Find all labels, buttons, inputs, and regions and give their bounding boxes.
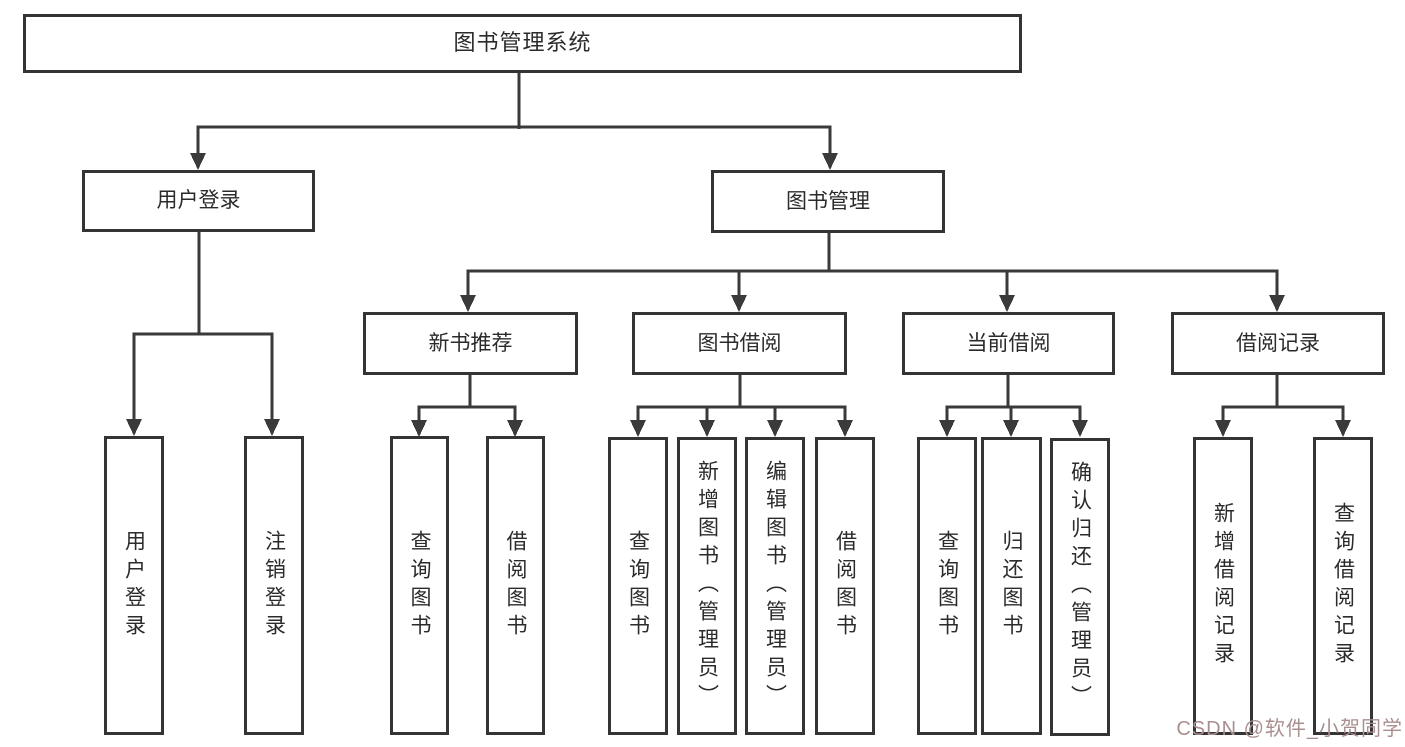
connector-new-book-recommend bbox=[411, 375, 523, 437]
node-root: 图书管理系统 bbox=[23, 14, 1022, 73]
connector-book-management bbox=[460, 233, 1285, 312]
connector-current-borrow bbox=[939, 375, 1088, 437]
leaf-bb-edit-books-admin: 编辑图书（管理员） bbox=[745, 437, 805, 735]
leaf-br-add-record: 新增借阅记录 bbox=[1193, 437, 1253, 735]
connector-root bbox=[190, 73, 838, 170]
leaf-bb-add-books-admin-label: 新增图书（管理员） bbox=[695, 460, 719, 712]
leaf-user-login: 用户登录 bbox=[104, 436, 164, 735]
connector-user-login bbox=[126, 232, 280, 436]
leaf-cb-confirm-return-admin-label: 确认归还（管理员） bbox=[1068, 461, 1092, 713]
leaf-br-query-record-label: 查询借阅记录 bbox=[1331, 502, 1355, 670]
node-new-book-recommend: 新书推荐 bbox=[363, 312, 578, 375]
leaf-bb-add-books-admin: 新增图书（管理员） bbox=[677, 437, 737, 735]
node-current-borrow-label: 当前借阅 bbox=[966, 331, 1051, 355]
leaf-br-query-record: 查询借阅记录 bbox=[1313, 437, 1373, 735]
leaf-bb-query-books-label: 查询图书 bbox=[626, 530, 650, 642]
leaf-nb-query-books: 查询图书 bbox=[390, 436, 449, 735]
node-current-borrow: 当前借阅 bbox=[902, 312, 1115, 375]
node-book-borrow-label: 图书借阅 bbox=[697, 331, 782, 355]
leaf-br-add-record-label: 新增借阅记录 bbox=[1211, 502, 1235, 670]
leaf-bb-borrow-books-label: 借阅图书 bbox=[833, 530, 857, 642]
leaf-bb-borrow-books: 借阅图书 bbox=[815, 437, 875, 735]
leaf-user-login-label: 用户登录 bbox=[122, 529, 146, 642]
node-borrow-records-label: 借阅记录 bbox=[1236, 331, 1320, 355]
leaf-logout-label: 注销登录 bbox=[262, 529, 286, 642]
leaf-nb-query-books-label: 查询图书 bbox=[408, 529, 431, 642]
node-user-login-label: 用户登录 bbox=[156, 189, 241, 213]
leaf-bb-query-books: 查询图书 bbox=[608, 437, 668, 735]
connector-book-borrow bbox=[630, 375, 853, 437]
leaf-nb-borrow-books-label: 借阅图书 bbox=[504, 529, 527, 642]
node-root-label: 图书管理系统 bbox=[453, 30, 592, 56]
node-borrow-records: 借阅记录 bbox=[1171, 312, 1385, 375]
leaf-nb-borrow-books: 借阅图书 bbox=[486, 436, 545, 735]
leaf-cb-query-books: 查询图书 bbox=[917, 437, 977, 735]
connector-borrow-records bbox=[1215, 375, 1351, 437]
leaf-cb-confirm-return-admin: 确认归还（管理员） bbox=[1050, 438, 1110, 736]
leaf-logout: 注销登录 bbox=[244, 436, 304, 735]
watermark: CSDN @软件_小贺同学 bbox=[1176, 718, 1403, 740]
leaf-cb-query-books-label: 查询图书 bbox=[935, 530, 959, 642]
node-user-login: 用户登录 bbox=[82, 170, 315, 232]
leaf-cb-return-books-label: 归还图书 bbox=[1000, 530, 1023, 642]
node-book-management: 图书管理 bbox=[711, 170, 945, 233]
leaf-cb-return-books: 归还图书 bbox=[981, 437, 1042, 735]
node-new-book-recommend-label: 新书推荐 bbox=[428, 331, 513, 355]
node-book-management-label: 图书管理 bbox=[786, 189, 870, 213]
node-book-borrow: 图书借阅 bbox=[632, 312, 847, 375]
leaf-bb-edit-books-admin-label: 编辑图书（管理员） bbox=[763, 460, 787, 712]
